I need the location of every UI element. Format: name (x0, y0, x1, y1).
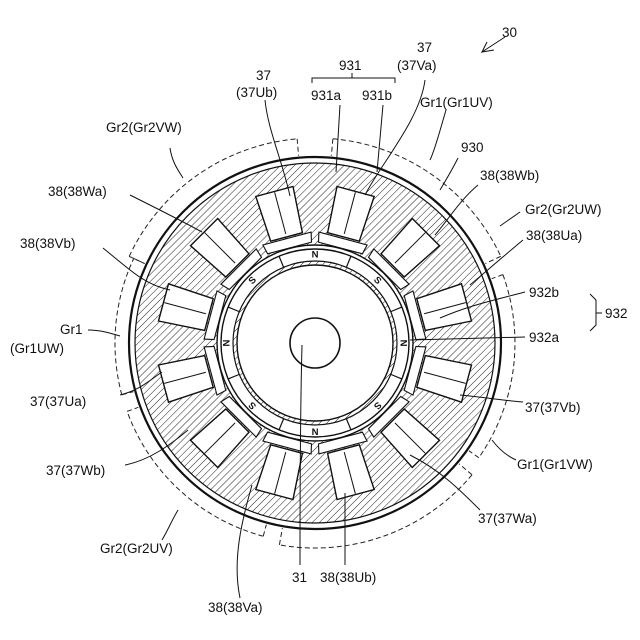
coil-group-tick (485, 256, 500, 263)
label-931a: 931a (311, 88, 342, 103)
label-37-b: 37 (417, 40, 432, 55)
label-37Vb: 37(37Vb) (525, 400, 581, 415)
label-38Wb: 38(38Wb) (480, 168, 539, 183)
label-37Va: (37Va) (397, 58, 437, 73)
label-gr2vw: Gr2(Gr2VW) (106, 120, 182, 135)
coil-group-tick (469, 451, 479, 458)
label-gr1uw: (Gr1UW) (10, 341, 64, 356)
pole-letter: N (398, 340, 409, 347)
coil-group-tick (459, 464, 472, 475)
label-930: 930 (461, 140, 484, 155)
label-37Wb: 37(37Wb) (46, 463, 105, 478)
shaft-31 (290, 318, 340, 368)
label-37Ua: 37(37Ua) (30, 394, 86, 409)
label-gr1uv: Gr1(Gr1UV) (420, 95, 493, 110)
coil-group-tick (263, 525, 266, 537)
label-932b: 932b (529, 285, 559, 300)
label-37Wa: 37(37Wa) (478, 511, 537, 526)
label-gr1vw: Gr1(Gr1VW) (517, 457, 593, 472)
label-38Wa: 38(38Wa) (48, 184, 107, 199)
label-gr2uw: Gr2(Gr2UW) (525, 202, 602, 217)
label-932a: 932a (529, 330, 560, 345)
label-gr2uv: Gr2(Gr2UV) (100, 541, 173, 556)
label-37Ub: (37Ub) (236, 85, 277, 100)
coil-group-tick (127, 407, 138, 411)
pole-letter: N (222, 339, 233, 346)
label-31: 31 (292, 570, 307, 585)
label-38Ub: 38(38Ub) (320, 570, 376, 585)
coil-group-tick (331, 139, 332, 156)
label-932: 932 (605, 306, 628, 321)
label-38Va: 38(38Va) (208, 600, 263, 615)
label-931: 931 (339, 58, 362, 73)
coil-group-tick (492, 275, 503, 279)
label-37-a: 37 (256, 68, 271, 83)
figure-ref-30: 30 (502, 25, 517, 40)
coil-group-tick (279, 528, 282, 545)
pole-letter: N (311, 426, 318, 437)
pole-letter: N (312, 250, 319, 261)
label-38Vb: 38(38Vb) (20, 236, 76, 251)
label-gr1-a: Gr1 (60, 322, 83, 337)
coil-group-tick (297, 139, 298, 156)
label-38Ua: 38(38Ua) (526, 228, 582, 243)
label-931b: 931b (362, 88, 392, 103)
